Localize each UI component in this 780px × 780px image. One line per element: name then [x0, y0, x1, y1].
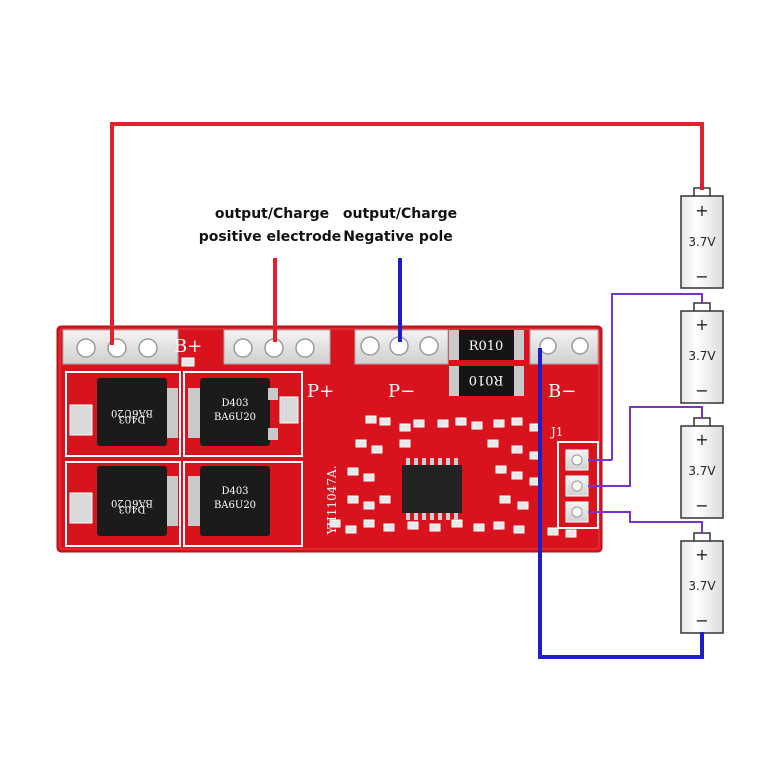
- mosfet-label-line2: BA6U20: [214, 500, 256, 511]
- battery-cell-1: + 3.7V −: [680, 187, 724, 289]
- cell-minus-sign: −: [695, 611, 708, 630]
- mosfet-label-line1: D403: [118, 503, 145, 514]
- smd-components: [181, 357, 577, 538]
- mosfet-bottom-right: D403 BA6U20: [188, 466, 270, 536]
- battery-cell-2: + 3.7V −: [680, 302, 724, 404]
- cell-voltage: 3.7V: [688, 235, 716, 249]
- cell-minus-sign: −: [695, 267, 708, 286]
- mosfet-bottom-left: D403 BA6U20: [97, 466, 178, 536]
- mosfet-label-line1: D403: [118, 413, 145, 424]
- b-minus-label: B−: [548, 381, 576, 402]
- battery-cell-4: + 3.7V −: [680, 532, 724, 634]
- model-label: YH11047A.: [325, 465, 339, 535]
- negative-wires: [398, 258, 704, 659]
- mosfet-label-line1: D403: [221, 486, 248, 497]
- mosfet-label-line2: BA6U20: [111, 407, 153, 418]
- cell-minus-sign: −: [695, 496, 708, 515]
- solder-holes: [76, 336, 589, 358]
- mosfet-label-line2: BA6U20: [214, 412, 256, 423]
- cell-voltage: 3.7V: [688, 349, 716, 363]
- negative-label-line2: Negative pole: [343, 229, 453, 245]
- mosfet-outline-silk: [65, 371, 303, 547]
- positive-label-line1: output/Charge: [215, 206, 329, 222]
- cell-plus-sign: +: [695, 315, 708, 334]
- mosfet-top-right: D403 BA6U20: [188, 378, 278, 446]
- b-plus-label: B+: [174, 336, 202, 357]
- mosfet-label-line2: BA6U20: [111, 497, 153, 508]
- protection-ic: [402, 458, 462, 520]
- resistor-code: R010: [469, 339, 504, 354]
- cell-plus-sign: +: [695, 201, 708, 220]
- p-plus-label: P+: [307, 381, 334, 402]
- sense-resistor-1: R010: [449, 330, 524, 360]
- mosfet-label-line1: D403: [221, 398, 248, 409]
- cell-minus-sign: −: [695, 381, 708, 400]
- positive-wires: [110, 122, 704, 345]
- cell-voltage: 3.7V: [688, 464, 716, 478]
- pcb-board: D403 BA6U20 D403 BA6U20 D403 BA6U20 D403…: [56, 325, 603, 553]
- cell-voltage: 3.7V: [688, 579, 716, 593]
- negative-label-line1: output/Charge: [343, 206, 457, 222]
- mosfet-top-left: D403 BA6U20: [97, 378, 178, 446]
- resistor-code: R010: [469, 372, 504, 387]
- p-minus-label: P−: [388, 381, 415, 402]
- battery-cell-3: + 3.7V −: [680, 417, 724, 519]
- balance-wires: [588, 293, 703, 534]
- sense-resistor-2: R010: [449, 366, 524, 396]
- cell-plus-sign: +: [695, 545, 708, 564]
- connector-label: J1: [549, 425, 563, 439]
- cell-plus-sign: +: [695, 430, 708, 449]
- positive-label-line2: positive electrode: [199, 229, 342, 245]
- small-pads: [69, 396, 299, 524]
